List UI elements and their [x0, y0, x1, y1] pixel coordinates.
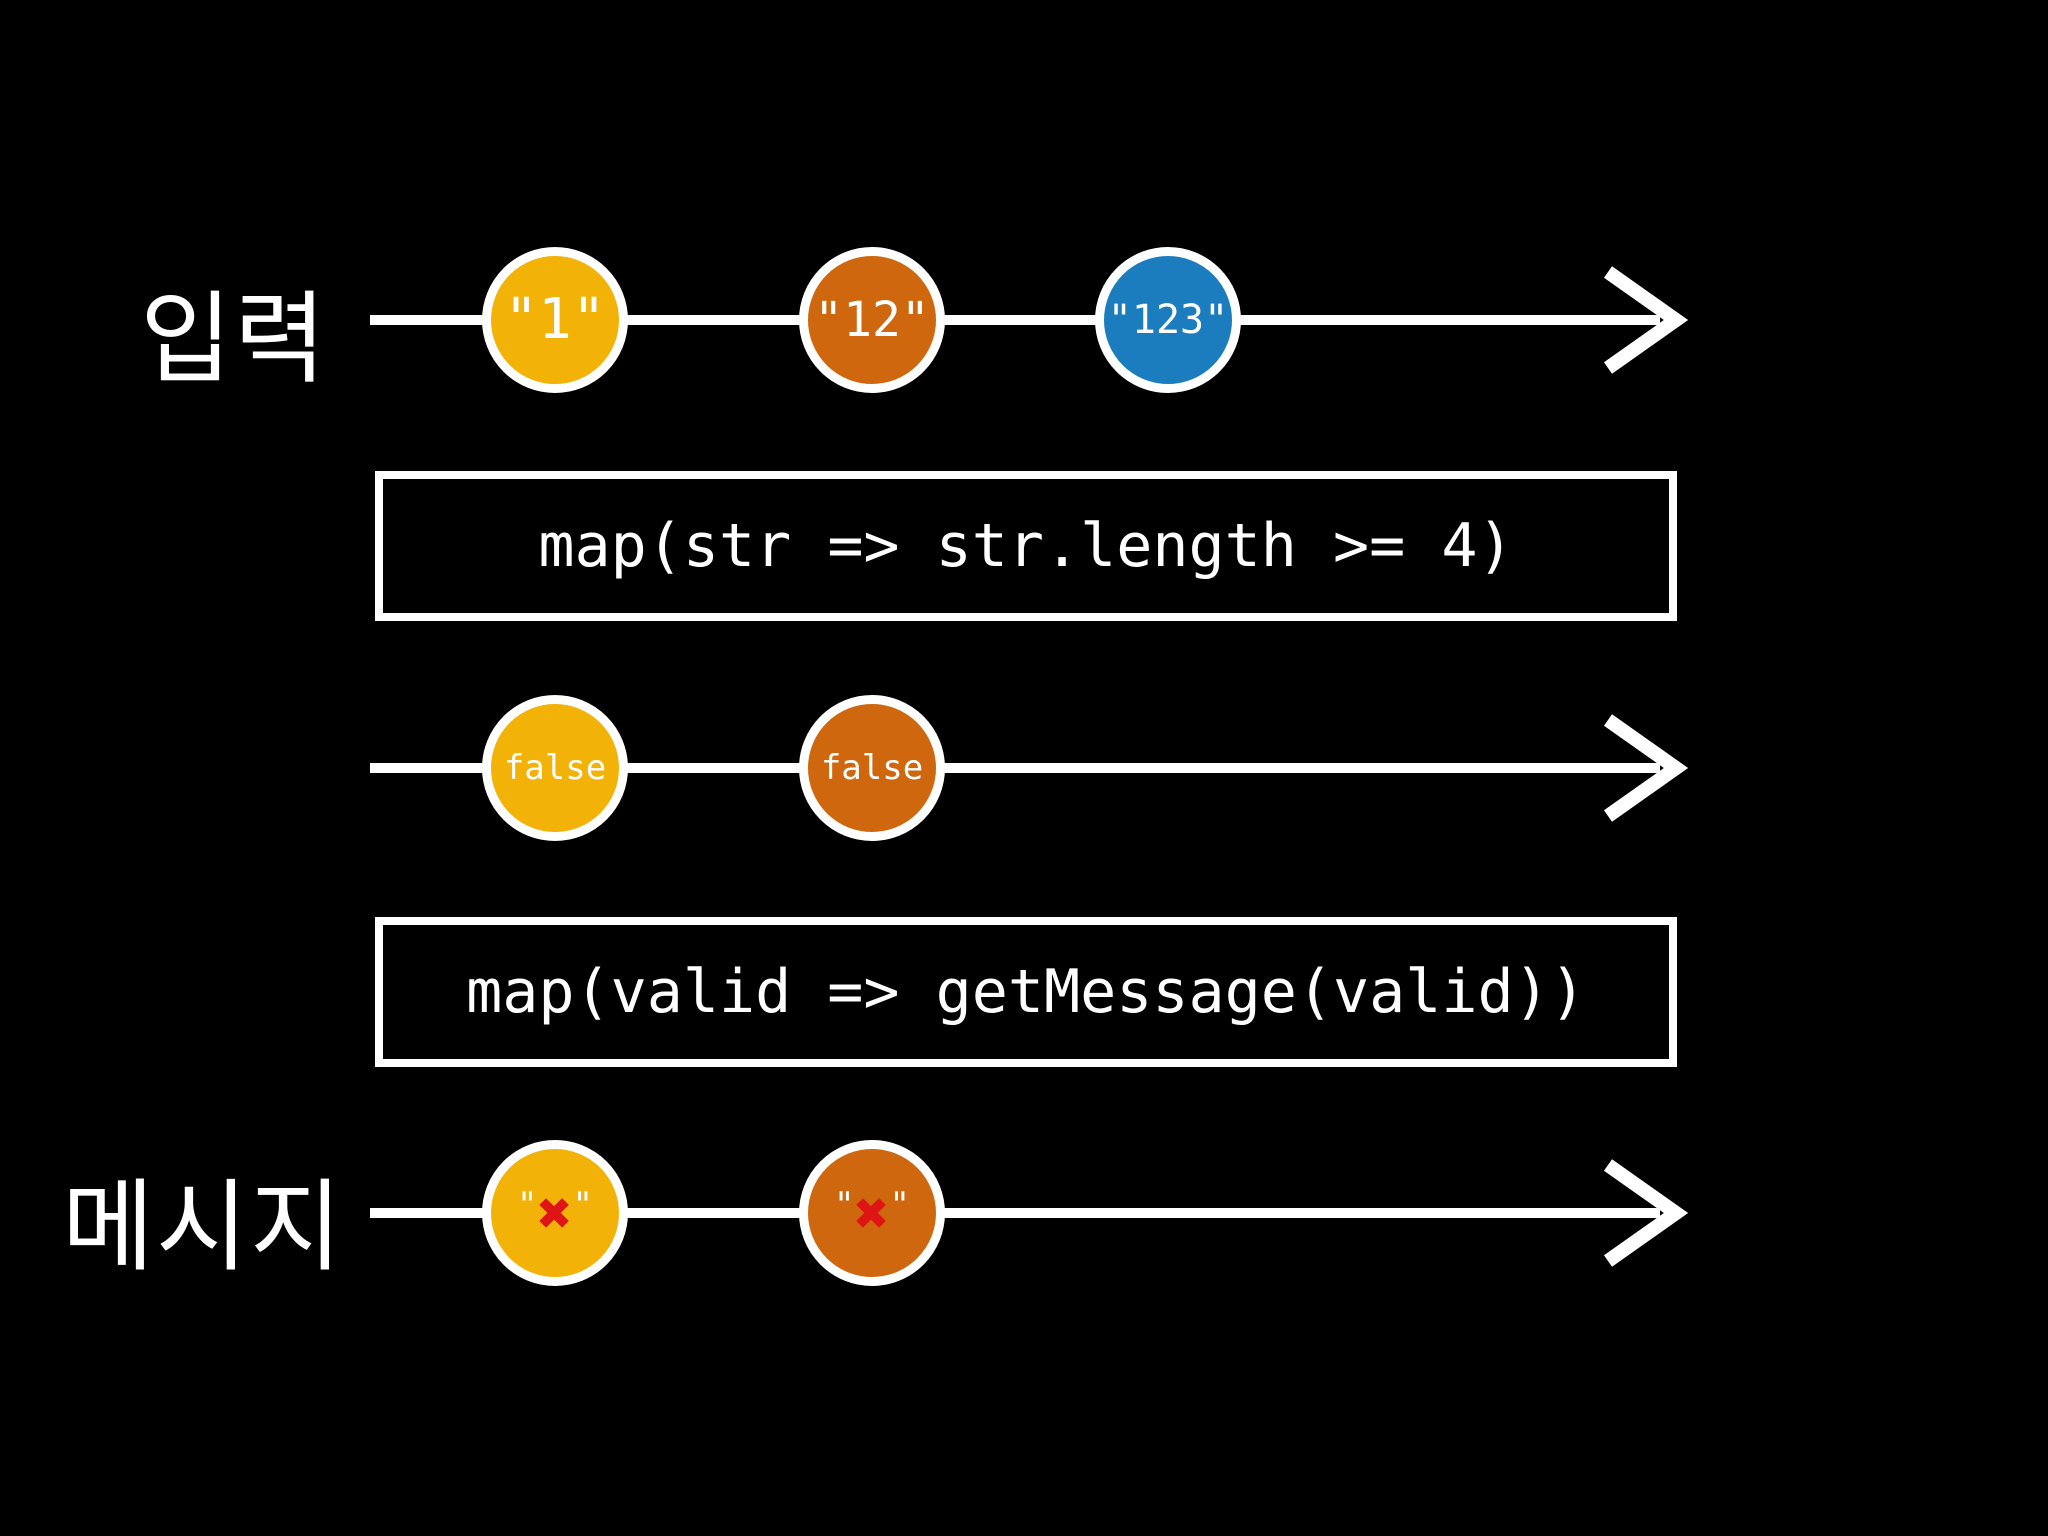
marble-value: "1": [504, 287, 606, 352]
marble-value: "123": [1107, 297, 1229, 343]
operator-box-map-message: map(valid => getMessage(valid)): [375, 917, 1677, 1067]
marble-value: false: [503, 748, 607, 788]
marble-value: false: [820, 748, 924, 788]
stream-message-label: 메시지: [62, 1171, 344, 1284]
operator-code: map(str => str.length >= 4): [538, 511, 1514, 581]
marble: "1": [482, 247, 628, 393]
quote-mark: ": [517, 1185, 538, 1225]
marble: "123": [1095, 247, 1241, 393]
marble: false: [799, 695, 945, 841]
quote-mark: ": [834, 1185, 855, 1225]
x-mark-icon: ✖: [537, 1179, 573, 1247]
marble: false: [482, 695, 628, 841]
x-mark-icon: ✖: [854, 1179, 890, 1247]
arrow-right-icon: [1603, 714, 1689, 822]
stream-input-label: 입력: [140, 283, 328, 396]
marble: " ✖ ": [482, 1140, 628, 1286]
operator-code: map(valid => getMessage(valid)): [466, 957, 1586, 1027]
marble-value: " ✖ ": [517, 1184, 593, 1242]
arrow-right-icon: [1603, 1159, 1689, 1267]
arrow-right-icon: [1603, 266, 1689, 374]
marble: "12": [799, 247, 945, 393]
marble-value: " ✖ ": [834, 1184, 910, 1242]
marble-value: "12": [814, 292, 930, 348]
quote-mark: ": [572, 1185, 593, 1225]
marble: " ✖ ": [799, 1140, 945, 1286]
operator-box-map-length: map(str => str.length >= 4): [375, 471, 1677, 621]
quote-mark: ": [889, 1185, 910, 1225]
